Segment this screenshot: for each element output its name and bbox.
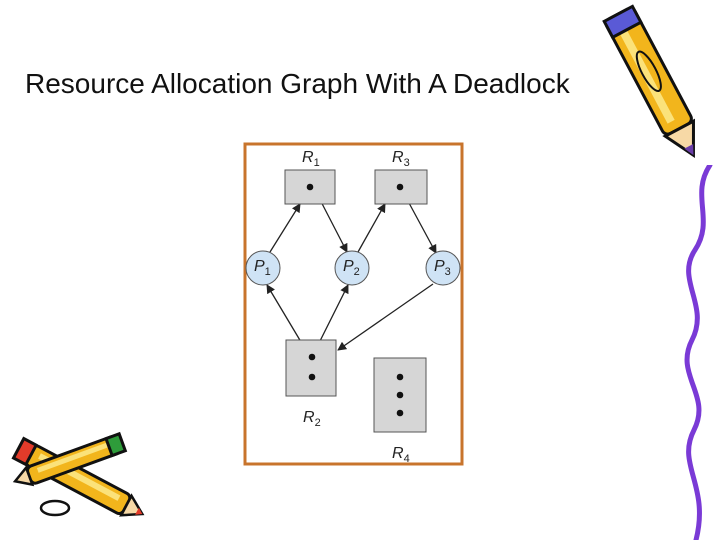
process-p1: P1	[246, 251, 280, 285]
process-p2: P2	[335, 251, 369, 285]
resource-box	[286, 340, 336, 396]
diagram-frame	[245, 144, 462, 464]
resource-instance-dot	[309, 374, 316, 381]
resource-instance-dot	[309, 354, 316, 361]
resource-instance-dot	[397, 410, 404, 417]
resource-instance-dot	[397, 392, 404, 399]
resource-instance-dot	[307, 184, 314, 191]
resource-instance-dot	[397, 374, 404, 381]
resource-instance-dot	[397, 184, 404, 191]
process-p3: P3	[426, 251, 460, 285]
